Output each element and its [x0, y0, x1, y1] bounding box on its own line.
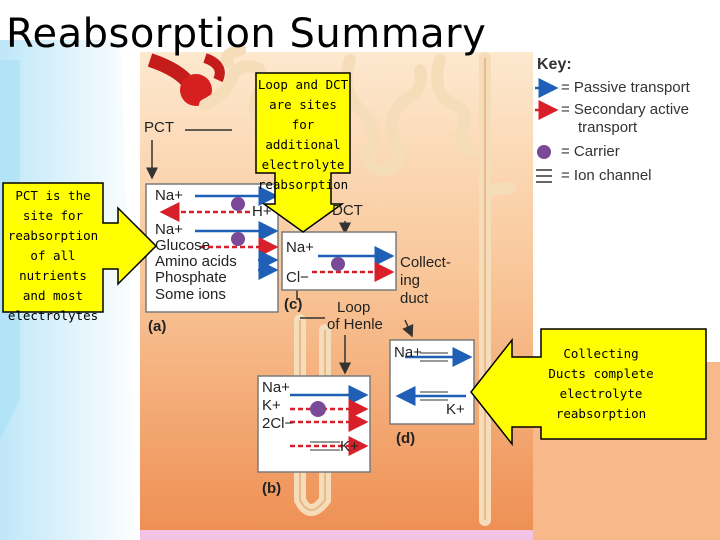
callout-pct: PCT is the site for reabsorption of all …: [3, 186, 103, 326]
callout-pct-shape: [2, 182, 158, 313]
panel-a-ion: Glucose: [155, 237, 211, 254]
callout-pct-line: PCT is the: [15, 188, 91, 203]
callout-loop-shape: [255, 72, 351, 233]
label-collecting-3: duct: [400, 290, 429, 307]
callout-pct-line: electrolytes: [7, 308, 99, 323]
callout-pct-line: of all nutrients: [19, 248, 87, 283]
callout-loop-line: are sites for: [269, 97, 337, 132]
slide-title: Reabsorption Summary: [6, 11, 487, 57]
callout-loop-line: Loop and DCT: [257, 77, 349, 92]
key-carrier-label: = Carrier: [561, 143, 620, 160]
panel-a-ion: Na+: [155, 221, 183, 238]
panel-a-transport: [159, 186, 279, 280]
key-passive-label: = Passive transport: [561, 79, 690, 96]
label-collecting-2: ing: [400, 272, 421, 289]
panel-c-carrier: [331, 257, 345, 271]
panel-a-ion: H+: [252, 203, 272, 220]
panel-b-transport: [290, 385, 369, 456]
label-loop-2: of Henle: [327, 316, 383, 333]
callout-collecting-line: Collecting: [563, 346, 639, 361]
panel-a-ion: Na+: [155, 187, 183, 204]
label-panel-a: (a): [148, 318, 167, 335]
panel-b-ion: 2Cl−: [262, 415, 294, 432]
callout-collecting-shape: [470, 328, 707, 447]
callout-loop-line: additional: [265, 137, 341, 152]
label-collecting-1: Collect-: [400, 254, 451, 271]
label-panel-c: (c): [284, 296, 303, 313]
panel-d-transport: [395, 347, 473, 406]
key-secondary-label: = Secondary active: [561, 101, 689, 118]
callout-loop-line: reabsorption: [257, 177, 349, 192]
callout-collecting-line: electrolyte: [559, 386, 643, 401]
panel-a-ion: Some ions: [155, 286, 226, 303]
key-ion-channel-label: = Ion channel: [561, 167, 652, 184]
label-panel-b: (b): [262, 480, 282, 497]
panel-a-ion: Amino acids: [155, 253, 237, 270]
panel-b-ion: K+: [262, 397, 281, 414]
callout-loop: Loop and DCT are sites for additional el…: [256, 75, 350, 195]
key-heading: Key:: [537, 56, 572, 73]
panel-d-ion: Na+: [394, 344, 422, 361]
label-dct: DCT: [332, 202, 363, 219]
panel-a-ion: Phosphate: [155, 269, 227, 286]
glomerulus: [180, 74, 212, 106]
key-secondary-label-cont: transport: [578, 119, 638, 136]
panel-b-ion: K+: [340, 438, 359, 455]
key-symbols: [535, 78, 559, 183]
callout-collecting-line: reabsorption: [555, 406, 647, 421]
label-panel-d: (d): [396, 430, 416, 447]
panel-b-ion: Na+: [262, 379, 290, 396]
callout-collecting: Collecting Ducts complete electrolyte re…: [541, 344, 661, 424]
panel-c-ion: Na+: [286, 239, 314, 256]
label-pct: PCT: [144, 119, 174, 136]
callout-collecting-line: Ducts complete: [548, 366, 654, 381]
callout-loop-line: electrolyte: [261, 157, 345, 172]
panel-d-ion: K+: [446, 401, 465, 418]
panel-c-ion: Cl−: [286, 269, 309, 286]
label-loop-1: Loop: [337, 299, 371, 316]
callout-pct-line: reabsorption: [7, 228, 99, 243]
key-panel: [533, 52, 720, 362]
callout-pct-line: and most: [22, 288, 84, 303]
callout-pct-line: site for: [22, 208, 84, 223]
